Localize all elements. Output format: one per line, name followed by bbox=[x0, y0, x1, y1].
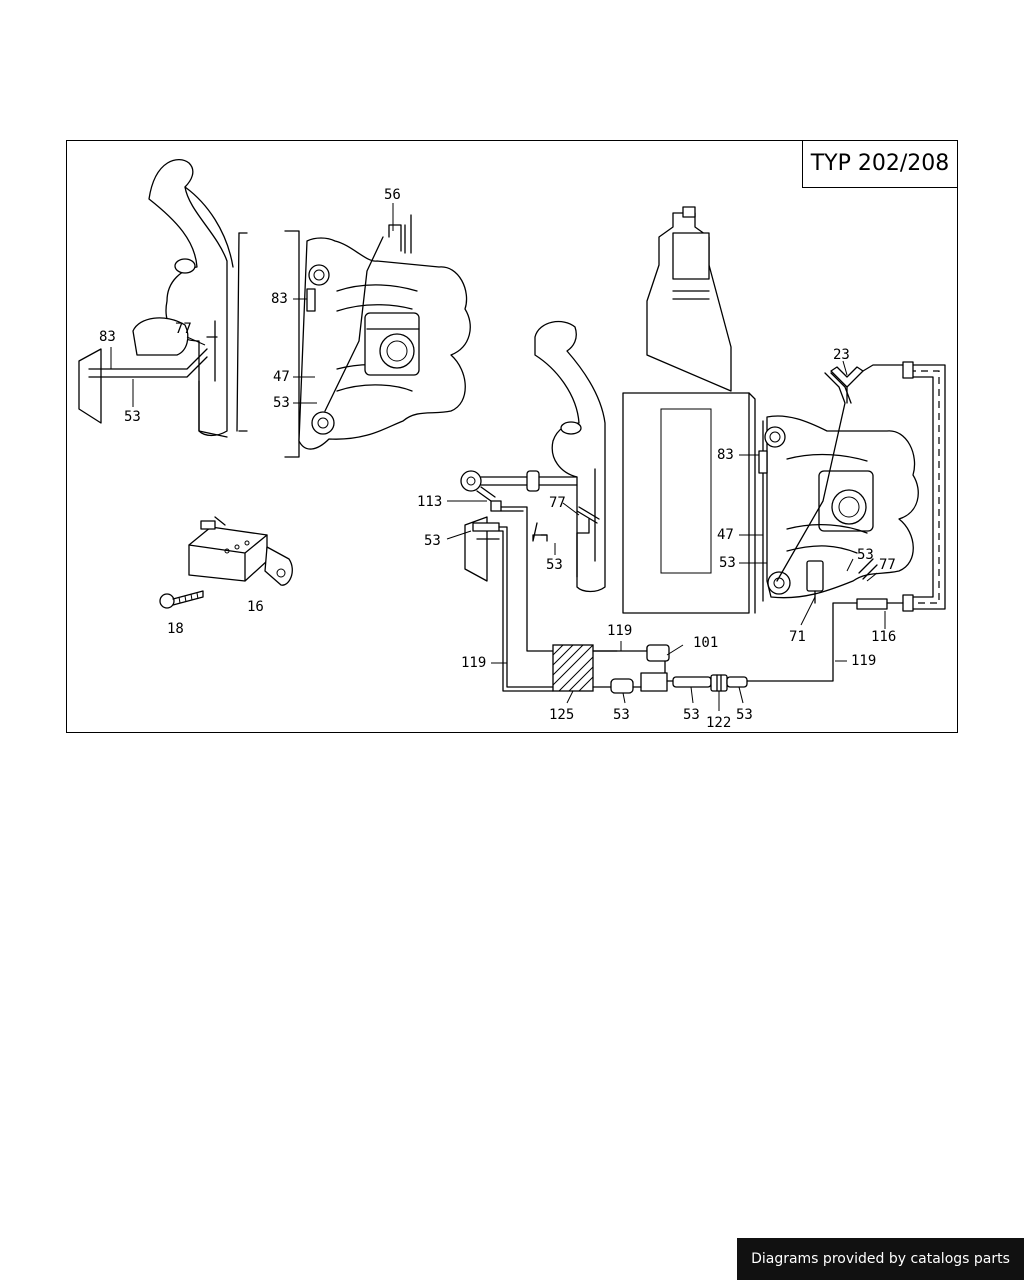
callout-53: 53 bbox=[613, 707, 630, 723]
callout-53: 53 bbox=[857, 547, 874, 563]
callout-77: 77 bbox=[549, 495, 566, 511]
callout-116: 116 bbox=[871, 629, 896, 645]
callout-125: 125 bbox=[549, 707, 574, 723]
vacuum-hoses bbox=[460, 361, 946, 694]
valve-bracket-16 bbox=[188, 516, 293, 586]
callout-113: 113 bbox=[417, 494, 442, 510]
leader-lines bbox=[110, 203, 886, 711]
callout-101: 101 bbox=[693, 635, 718, 651]
diagram-drawing: 56 83 77 83 53 47 53 16 18 23 83 113 77 … bbox=[78, 159, 946, 731]
right-manifold-assembly bbox=[758, 415, 919, 602]
callout-53: 53 bbox=[424, 533, 441, 549]
callout-122: 122 bbox=[706, 715, 731, 731]
bolt-18 bbox=[159, 590, 204, 609]
callout-53: 53 bbox=[719, 555, 736, 571]
callout-labels: 56 83 77 83 53 47 53 16 18 23 83 113 77 … bbox=[99, 187, 896, 731]
left-manifold-assembly bbox=[284, 214, 471, 458]
callout-16: 16 bbox=[247, 599, 264, 615]
callout-77: 77 bbox=[175, 321, 192, 337]
callout-53: 53 bbox=[736, 707, 753, 723]
callout-119: 119 bbox=[607, 623, 632, 639]
callout-53: 53 bbox=[273, 395, 290, 411]
callout-71: 71 bbox=[789, 629, 806, 645]
parts-diagram: 56 83 77 83 53 47 53 16 18 23 83 113 77 … bbox=[66, 140, 958, 733]
callout-56: 56 bbox=[384, 187, 401, 203]
left-intake-assembly bbox=[78, 159, 248, 438]
callout-47: 47 bbox=[717, 527, 734, 543]
callout-119: 119 bbox=[851, 653, 876, 669]
callout-83: 83 bbox=[717, 447, 734, 463]
callout-83: 83 bbox=[99, 329, 116, 345]
callout-47: 47 bbox=[273, 369, 290, 385]
footer-credit-banner: Diagrams provided by catalogs parts bbox=[737, 1238, 1024, 1280]
callout-77: 77 bbox=[879, 557, 896, 573]
callout-53: 53 bbox=[546, 557, 563, 573]
callout-18: 18 bbox=[167, 621, 184, 637]
callout-53: 53 bbox=[124, 409, 141, 425]
engine-assembly bbox=[534, 206, 756, 614]
callout-83: 83 bbox=[271, 291, 288, 307]
callout-53: 53 bbox=[683, 707, 700, 723]
callout-119: 119 bbox=[461, 655, 486, 671]
callout-23: 23 bbox=[833, 347, 850, 363]
model-type-label: TYP 202/208 bbox=[802, 141, 957, 188]
